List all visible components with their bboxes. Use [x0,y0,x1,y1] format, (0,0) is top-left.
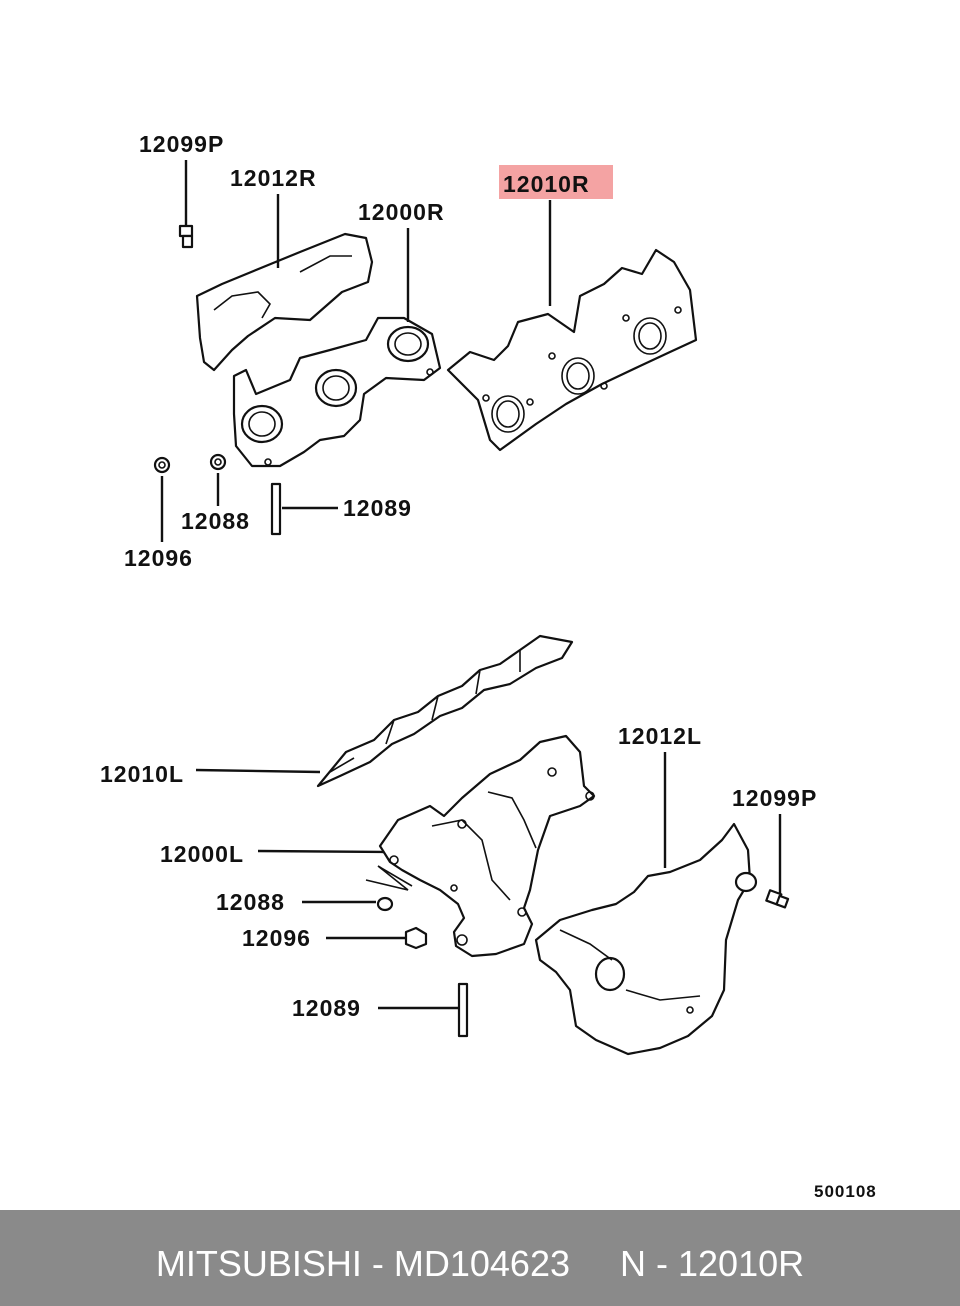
footer-part-code: N - 12010R [620,1243,805,1284]
label-heat-shield-left: 12012L [618,723,702,749]
nut-12088-top-icon [209,453,227,506]
label-bolt-bottom: 12099P [732,785,817,811]
footer-separator: - [361,1243,394,1284]
nut-12096-bottom-icon [326,926,428,950]
label-manifold-left: 12000L [160,841,244,867]
nut-12088-bottom-icon [302,896,394,912]
label-nut-12096-top: 12096 [124,545,193,571]
exhaust-manifold-right-icon [232,316,442,468]
bolt-bottom-icon [765,814,790,909]
gasket-right-icon [446,248,698,452]
bolt-top-icon [178,160,194,249]
label-manifold-right: 12000R [358,199,445,225]
heat-shield-right-icon [195,232,374,372]
heat-shield-left-icon [534,822,758,1056]
reference-number: 500108 [814,1182,877,1201]
label-stud-12089-top: 12089 [343,495,412,521]
label-stud-12089-bottom: 12089 [292,995,361,1021]
exhaust-manifold-diagram: 12099P 12012R 12000R 12010R 12088 12089 … [100,131,877,1201]
footer-part-number: MD104623 [393,1243,570,1284]
label-heat-shield-right: 12012R [230,165,317,191]
label-nut-12088-bottom: 12088 [216,889,285,915]
stud-12089-bottom-icon [378,982,469,1038]
exhaust-manifold-left-icon [378,734,596,958]
label-nut-12088-top: 12088 [181,508,250,534]
highlight-box [499,165,613,199]
direction-arrow-icon [365,865,413,891]
gasket-left-icon [316,634,574,788]
label-gasket-left: 12010L [100,761,184,787]
footer-caption: MITSUBISHI - MD104623 N - 12010R [0,1243,960,1285]
nut-12096-top-icon [153,456,171,542]
stud-12089-top-icon [270,482,338,536]
footer-bar [0,1210,960,1306]
label-nut-12096-bottom: 12096 [242,925,311,951]
footer-gap [570,1243,620,1284]
label-gasket-right: 12010R [503,171,590,197]
footer-brand: MITSUBISHI [155,1243,362,1284]
label-bolt-top: 12099P [139,131,224,157]
